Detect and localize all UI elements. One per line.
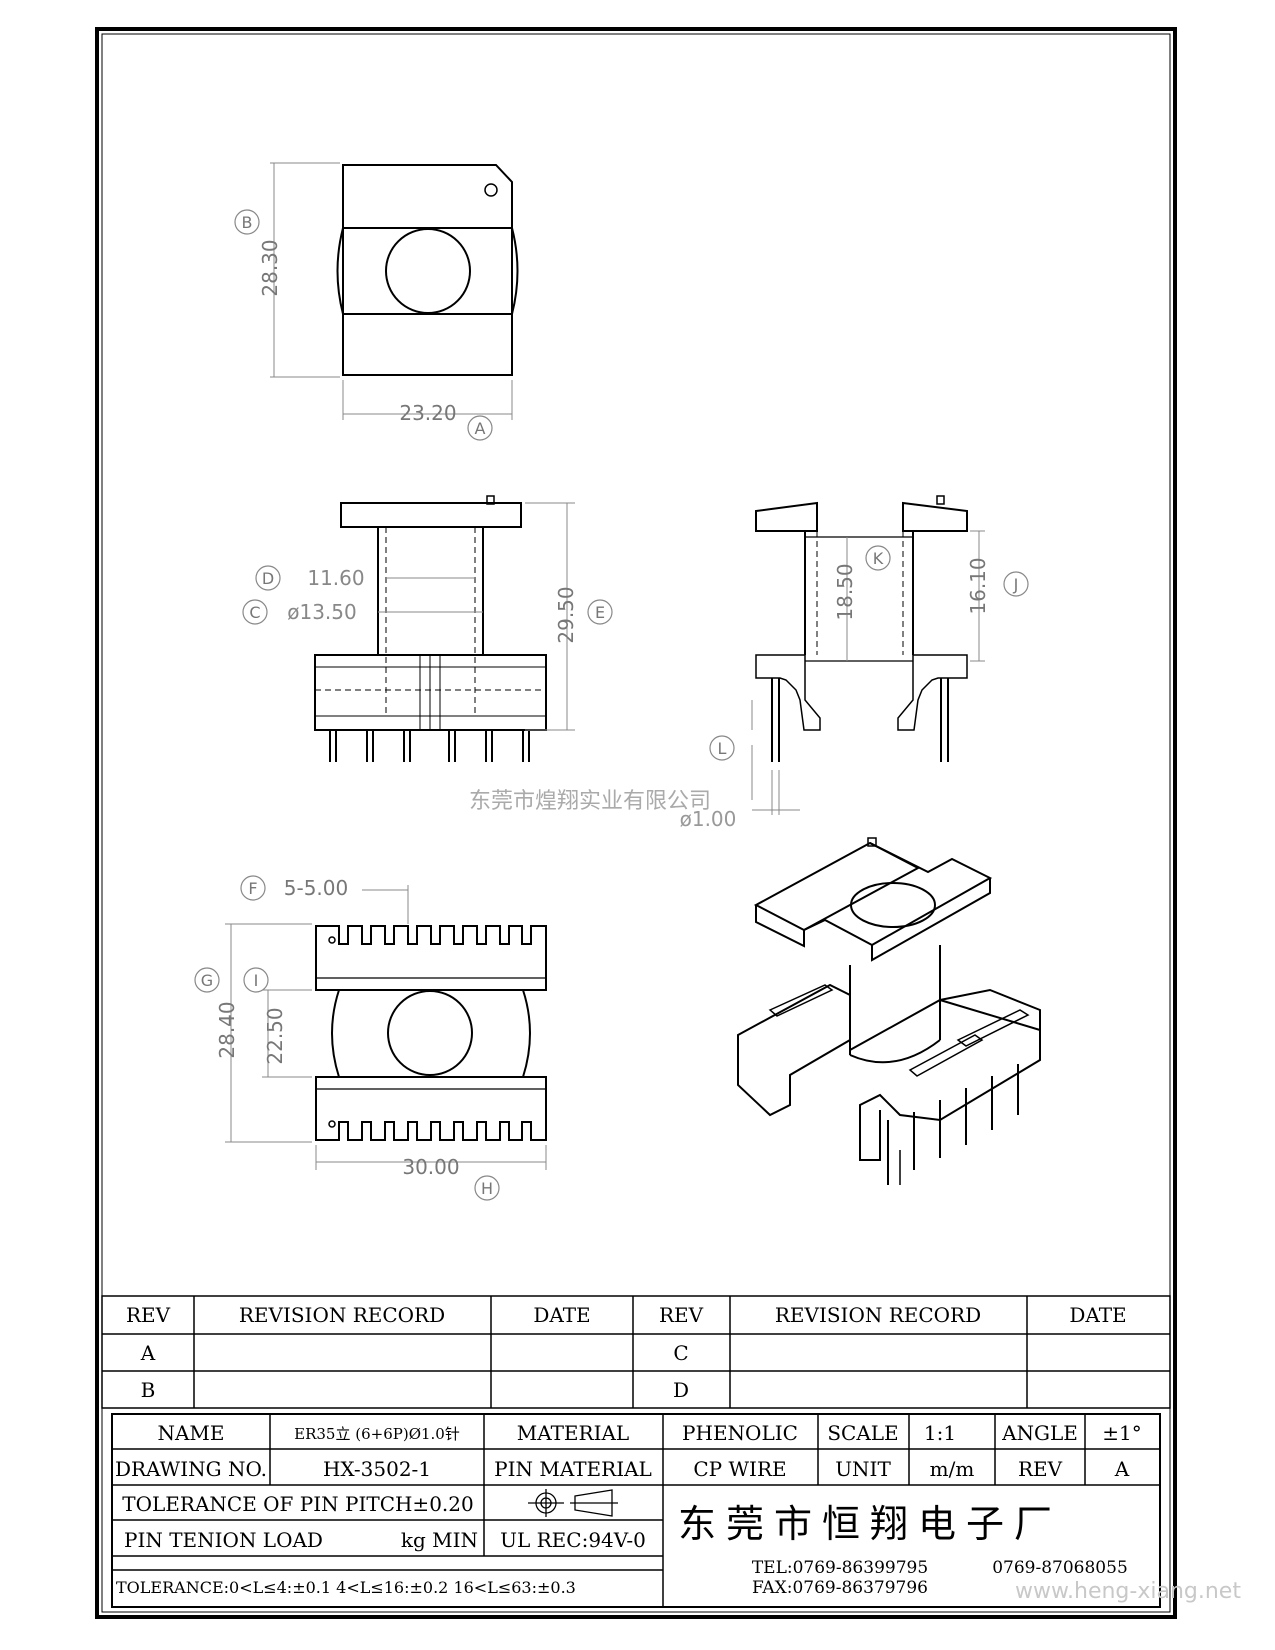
- side-view-hidden: [816, 531, 904, 655]
- top-view: [336, 164, 519, 376]
- dim-F-value: 5-5.00: [284, 876, 348, 900]
- tolerance-line: TOLERANCE:0<L≤4:±0.1 4<L≤16:±0.2 16<L≤63…: [116, 1578, 576, 1597]
- dim-G-value: 28.40: [215, 1001, 239, 1058]
- bottom-view-dims: [225, 885, 547, 1170]
- projection-symbol-icon: [528, 1489, 618, 1517]
- dim-J-value: 16.10: [966, 557, 990, 614]
- angle-value: ±1°: [1102, 1421, 1141, 1445]
- sheet-inner-border: [101, 33, 1171, 1613]
- dim-H: 30.00 H: [402, 1155, 500, 1201]
- watermark-url: www.heng-xiang.net: [1015, 1579, 1241, 1604]
- dim-H-value: 30.00: [402, 1155, 459, 1179]
- dim-E: 29.50 E: [554, 586, 613, 644]
- pin-tension-unit: kg MIN: [401, 1528, 478, 1552]
- revision-record-header-2: REVISION RECORD: [775, 1303, 981, 1327]
- revision-record-header: REVISION RECORD: [239, 1303, 445, 1327]
- company-name: 东莞市恒翔电子厂: [678, 1502, 1062, 1546]
- rev-c: C: [673, 1341, 688, 1365]
- side-view: [755, 495, 968, 762]
- scale-value: 1:1: [924, 1421, 956, 1445]
- angle-label: ANGLE: [1001, 1421, 1078, 1445]
- revision-table: [101, 1295, 1171, 1409]
- dim-D-letter: D: [262, 569, 274, 588]
- front-view-dims: [378, 502, 575, 731]
- dim-K-value: 18.50: [833, 563, 857, 620]
- dim-I: I 22.50: [243, 967, 287, 1065]
- dim-A-value: 23.20: [399, 401, 456, 425]
- dim-D: D 11.60: [255, 565, 365, 591]
- tel-2: 0769-87068055: [992, 1558, 1128, 1578]
- name-value: ER35立 (6+6P)Ø1.0针: [294, 1425, 460, 1443]
- dim-I-value: 22.50: [263, 1007, 287, 1064]
- top-view-dims: [270, 162, 513, 420]
- dim-H-letter: H: [481, 1179, 493, 1198]
- rev-d: D: [673, 1378, 689, 1402]
- title-block: [111, 1413, 1161, 1608]
- dim-I-letter: I: [254, 971, 259, 990]
- sheet-border: [95, 27, 1177, 1619]
- material-label: MATERIAL: [517, 1421, 629, 1445]
- dim-C-value: ø13.50: [287, 600, 357, 624]
- dim-L-value: ø1.00: [680, 807, 737, 831]
- dim-J-letter: J: [1013, 575, 1019, 594]
- dim-E-value: 29.50: [554, 586, 578, 643]
- dim-K: 18.50 K: [833, 545, 891, 621]
- pin-material-value: CP WIRE: [693, 1457, 786, 1481]
- unit-label: UNIT: [835, 1457, 891, 1481]
- bottom-view: [315, 925, 547, 1141]
- dim-L-letter: L: [718, 739, 727, 758]
- dim-L: L ø1.00: [680, 735, 737, 831]
- revision-table-text: REV REVISION RECORD DATE REV REVISION RE…: [126, 1303, 1127, 1402]
- ul-rec: UL REC:94V-0: [500, 1528, 646, 1552]
- rev-header-2: REV: [659, 1303, 704, 1327]
- title-block-text: NAME ER35立 (6+6P)Ø1.0针 MATERIAL PHENOLIC…: [115, 1421, 1142, 1598]
- date-header-2: DATE: [1069, 1303, 1126, 1327]
- isometric-view: [737, 837, 1041, 1185]
- dim-B-value: 28.30: [258, 239, 282, 296]
- rev-value: A: [1114, 1457, 1130, 1481]
- dim-C: C ø13.50: [242, 599, 357, 625]
- name-label: NAME: [157, 1421, 224, 1445]
- rev-a: A: [140, 1341, 156, 1365]
- dim-F: F 5-5.00: [240, 875, 348, 901]
- dim-G: G 28.40: [194, 967, 239, 1059]
- front-view-hidden: [315, 527, 546, 716]
- dim-B-letter: B: [242, 213, 253, 232]
- dim-F-letter: F: [248, 879, 257, 898]
- dim-B: B 28.30: [234, 209, 282, 297]
- unit-value: m/m: [930, 1457, 975, 1481]
- drawing-no-value: HX-3502-1: [323, 1457, 431, 1481]
- material-value: PHENOLIC: [682, 1421, 798, 1445]
- date-header: DATE: [533, 1303, 590, 1327]
- fax: FAX:0769-86379796: [752, 1578, 928, 1598]
- dim-C-letter: C: [249, 603, 260, 622]
- rev-b: B: [141, 1378, 156, 1402]
- dim-A: 23.20 A: [399, 401, 493, 441]
- tolerance-pitch: TOLERANCE OF PIN PITCH±0.20: [122, 1492, 473, 1516]
- dim-A-letter: A: [475, 419, 486, 438]
- dim-G-letter: G: [201, 971, 213, 990]
- pin-tension-label: PIN TENION LOAD: [124, 1528, 323, 1552]
- tel: TEL:0769-86399795: [752, 1558, 928, 1578]
- drawing-no-label: DRAWING NO.: [115, 1457, 267, 1481]
- watermark-company: 东莞市煌翔实业有限公司: [469, 789, 711, 814]
- front-view: [314, 495, 547, 762]
- dim-J: 16.10 J: [966, 557, 1029, 615]
- rev-header: REV: [126, 1303, 171, 1327]
- side-view-dims: [751, 530, 985, 815]
- dim-D-value: 11.60: [307, 566, 364, 590]
- dim-K-letter: K: [873, 549, 884, 568]
- pin-material-label: PIN MATERIAL: [494, 1457, 652, 1481]
- scale-label: SCALE: [827, 1421, 898, 1445]
- rev-label: REV: [1018, 1457, 1063, 1481]
- dim-E-letter: E: [595, 603, 605, 622]
